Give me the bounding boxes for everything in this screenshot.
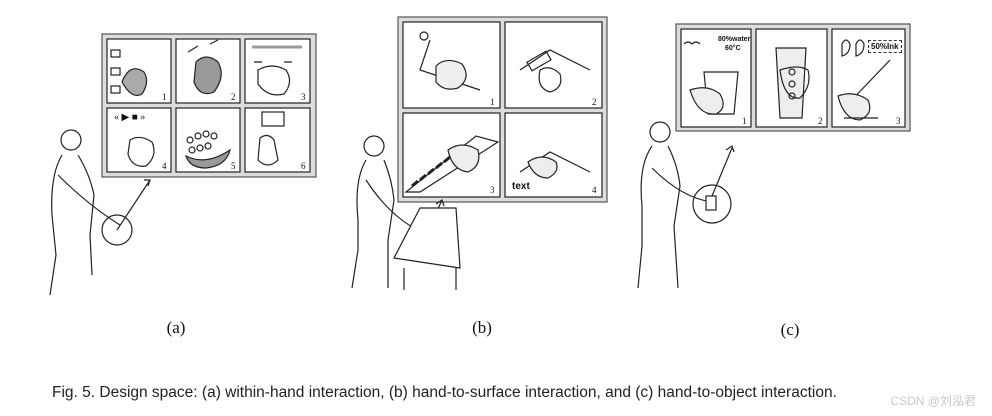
figure-caption: Fig. 5. Design space: (a) within-hand in… (52, 384, 837, 401)
subfigure-label-a: (a) (166, 318, 186, 337)
figure-illustration (49, 16, 911, 296)
c-temp-label: 60°C (725, 45, 741, 52)
subfigure-a-art (49, 33, 317, 296)
b-panel-text-label: text (512, 181, 530, 192)
a-panel-number: 1 (162, 92, 167, 102)
a-panel-number: 4 (162, 161, 167, 171)
a-media-controls: « ▶ ■ » (114, 112, 146, 123)
c-panel-number: 2 (818, 116, 823, 126)
c-panel-number: 1 (742, 116, 747, 126)
b-panel-number: 1 (490, 97, 495, 107)
subfigure-b-art (351, 16, 608, 290)
b-panel-number: 2 (592, 97, 597, 107)
watermark: CSDN @刘泓君 (890, 394, 976, 408)
a-panel-number: 6 (301, 161, 306, 171)
design-space-figure: 1 2 3 4 5 6 « ▶ ■ » 1 2 3 4 text 1 2 3 8… (49, 16, 911, 339)
b-panel-number: 3 (490, 185, 495, 195)
a-panel-number: 5 (231, 161, 236, 171)
c-water-label: 80%water (718, 36, 751, 43)
subfigure-label-b: (b) (472, 318, 492, 337)
a-panel-number: 3 (301, 92, 306, 102)
b-panel-number: 4 (592, 185, 597, 195)
c-panel-number: 3 (896, 116, 901, 126)
subfigure-label-c: (c) (780, 320, 800, 339)
c-ink-label: 50%Ink (868, 40, 902, 53)
subfigure-c-art (637, 23, 911, 289)
a-panel-number: 2 (231, 92, 236, 102)
